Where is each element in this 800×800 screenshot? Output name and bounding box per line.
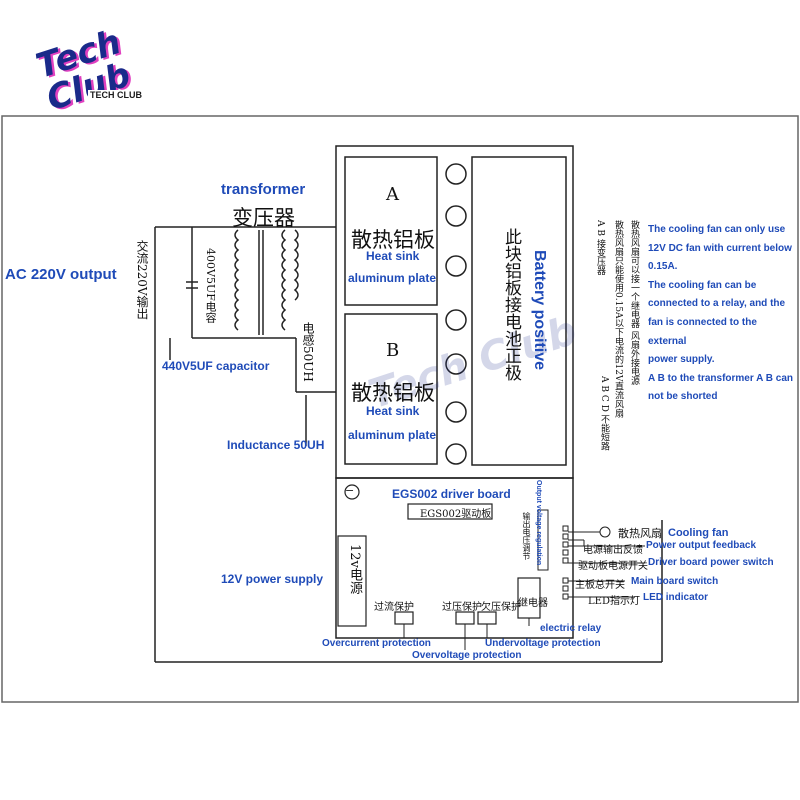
- inductance-label-cn: 电感50UH: [301, 322, 315, 382]
- leader-lines: [568, 526, 645, 598]
- note-en-line: The cooling fan can only use: [648, 224, 786, 235]
- note-en-line: 12V DC fan with current below: [648, 242, 792, 254]
- transformer-label-en: transformer: [221, 181, 306, 198]
- inductance-label-en: Inductance 50UH: [227, 438, 325, 452]
- note-en-line: 0.15A.: [648, 261, 678, 273]
- capacitor-label-en: 440V5UF capacitor: [162, 359, 270, 373]
- heatsink-a-label-en1: Heat sink: [366, 249, 420, 263]
- battery-label-cn: 此块铝板接电池正极: [501, 228, 521, 381]
- transformer-wiring: [154, 226, 663, 663]
- voltage-pot: [537, 509, 549, 571]
- connector-pin: [562, 557, 569, 564]
- mosfet-circle: [445, 255, 467, 277]
- transformer-label-cn: 变压器: [232, 206, 295, 230]
- overcurrent-label-en: Overcurrent protection: [322, 638, 431, 649]
- note-cn-col2: 散热风扇只能使用0.15A以下电流的12V直流风扇: [613, 220, 623, 418]
- note-cn-col1: A B 接变压器: [595, 220, 605, 275]
- heatsink-a-box: [344, 156, 438, 306]
- overvoltage-label-cn: 过压保护: [442, 602, 482, 613]
- protection-leaders: [403, 618, 530, 650]
- heatsink-b-letter: B: [386, 340, 400, 361]
- overvoltage-label-en: Overvoltage protection: [412, 650, 522, 661]
- relay-label-en: electric relay: [540, 623, 602, 634]
- note-cn-col4: A B C D 不能短路: [599, 376, 609, 451]
- undervoltage-label-en: Undervoltage protection: [485, 638, 601, 649]
- outer-frame: [1, 115, 799, 703]
- driver-switch-label-en: Driver board power switch: [648, 557, 774, 568]
- heatsink-a-label-cn: 散热铝板: [351, 228, 435, 252]
- undervoltage-label-cn: 欠压保护: [481, 602, 521, 613]
- overcurrent-pad: [394, 611, 414, 625]
- overcurrent-label-cn: 过流保护: [374, 602, 414, 613]
- note-en-line: power supply.: [648, 354, 715, 366]
- connector-pin: [562, 593, 569, 600]
- mosfet-circle: [445, 205, 467, 227]
- feedback-label-cn: 电源输出反馈: [583, 545, 643, 556]
- egs002-label-box: [407, 503, 493, 520]
- driver-board-label-en: EGS002 driver board: [392, 487, 511, 501]
- ac-output-label-en: AC 220V output: [5, 266, 117, 283]
- connector-pin: [562, 541, 569, 548]
- fan-label-cn: 散热风扇: [618, 527, 662, 540]
- output-voltage-label-cn: 输出电压调节: [522, 512, 531, 560]
- heatsink-b-label-cn: 散热铝板: [351, 381, 435, 405]
- driver-board-label-cn: EGS002驱动板: [420, 509, 492, 520]
- power-12v-label-en: 12V power supply: [221, 572, 324, 586]
- heatsink-a-letter: A: [386, 184, 399, 205]
- tech-club-logo: Tech Club TECH CLUB: [31, 22, 156, 119]
- mosfet-circle: [445, 353, 467, 375]
- mosfet-circles: [445, 163, 467, 465]
- heatsink-b-label-en1: Heat sink: [366, 404, 420, 418]
- battery-label-en: Battery positive: [531, 250, 548, 371]
- capacitor-label-cn: 400V5UF电容: [204, 248, 217, 323]
- fan-label-en: Cooling fan: [668, 527, 729, 539]
- note-en-line: The cooling fan can be: [648, 279, 757, 291]
- heatsink-a-label-en2: aluminum plate: [348, 271, 437, 285]
- led-label-cn: LED指示灯: [588, 596, 640, 607]
- connector-pin: [562, 549, 569, 556]
- connector-pin: [562, 525, 569, 532]
- overvoltage-pad: [455, 611, 475, 625]
- power-12v-label-cn: 12v电源: [347, 544, 362, 594]
- undervoltage-pad: [477, 611, 497, 625]
- mosfet-circle: [445, 401, 467, 423]
- ac-output-label-cn: 交流220V输出: [135, 240, 149, 320]
- connector-pins: [562, 525, 569, 600]
- heatsink-b-label-en2: aluminum plate: [348, 428, 437, 442]
- note-en-line: A B to the transformer A B can: [648, 372, 794, 384]
- note-en-block: The cooling fan can only use 12V DC fan …: [648, 221, 798, 407]
- led-label-en: LED indicator: [643, 592, 709, 603]
- main-switch-label-en: Main board switch: [631, 576, 719, 587]
- mosfet-circle: [445, 163, 467, 185]
- note-cn-col3: 散热风扇可以接一个继电器 风扇外接电源: [629, 220, 639, 385]
- driver-board-outline: [335, 477, 574, 639]
- driver-mount-hole: [344, 484, 360, 500]
- connector-pin: [562, 585, 569, 592]
- relay-label-cn: 继电器: [518, 598, 548, 609]
- feedback-label-en: Power output feedback: [646, 540, 757, 551]
- connector-pin: [562, 577, 569, 584]
- mosfet-circle: [445, 309, 467, 331]
- fan-symbol: [599, 526, 611, 538]
- main-switch-label-cn: 主板总开关: [575, 580, 625, 591]
- power-12v-box: [337, 535, 367, 627]
- battery-plate-box: [471, 156, 567, 466]
- note-en-line: fan is connected to the external: [648, 316, 757, 347]
- connector-pin: [562, 533, 569, 540]
- logo-subtext: TECH CLUB: [88, 90, 144, 100]
- note-en-line: connected to a relay, and the: [648, 298, 786, 310]
- note-en-line: not be shorted: [648, 391, 718, 403]
- mosfet-circle: [445, 443, 467, 465]
- driver-switch-label-cn: 驱动板电源开关: [578, 561, 648, 572]
- heatsink-b-box: [344, 313, 438, 465]
- mount-hole-symbol: −: [345, 484, 355, 497]
- output-voltage-label-en: Output voltage regulation: [535, 480, 542, 566]
